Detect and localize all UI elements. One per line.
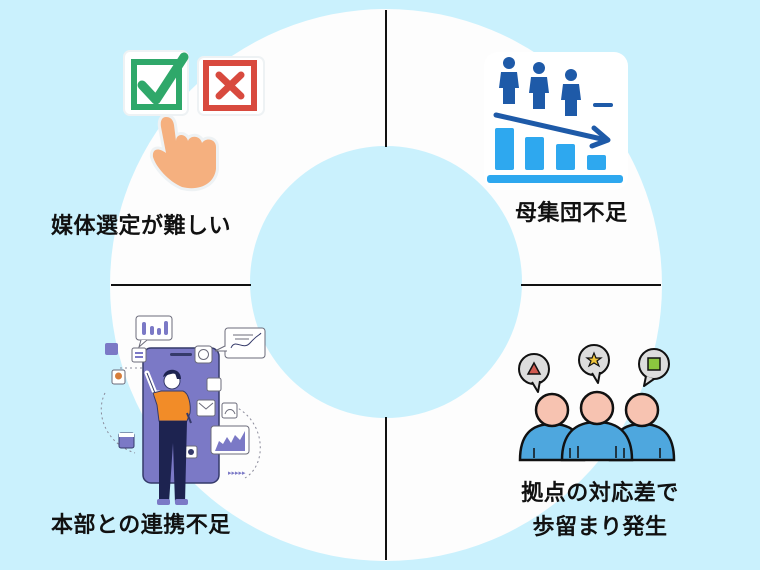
- label-branch-variance-line2: 歩留まり発生: [532, 515, 668, 540]
- divider-bottom: [385, 417, 387, 560]
- svg-text:▸▸▸▸▸: ▸▸▸▸▸: [228, 469, 246, 477]
- divider-right: [521, 284, 661, 286]
- label-branch-variance-line1: 拠点の対応差で: [521, 481, 679, 506]
- divider-top: [385, 10, 387, 147]
- three-people-speech-bubbles-icon: [512, 342, 682, 462]
- ring-center-hole: [250, 146, 522, 418]
- divider-left: [111, 284, 251, 286]
- label-media-selection: 媒体選定が難しい: [51, 214, 232, 239]
- label-branch-variance: 拠点の対応差で 歩留まり発生: [495, 479, 705, 543]
- label-hq-coordination: 本部との連携不足: [51, 513, 231, 538]
- person-phone-dashboard-icon: ▸▸▸▸▸: [95, 313, 275, 513]
- declining-people-chart-icon: [482, 50, 630, 192]
- label-candidate-pool: 母集団不足: [515, 201, 628, 226]
- check-cross-hand-icon: [120, 45, 270, 195]
